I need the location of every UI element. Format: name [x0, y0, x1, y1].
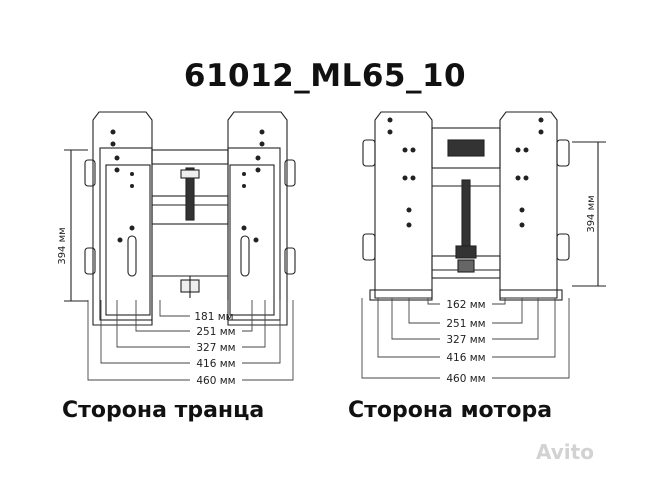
motor-side-caption: Сторона мотора	[348, 398, 553, 423]
motor-width-162: 162 мм	[446, 299, 485, 311]
diagram-title: 61012_ML65_10	[183, 58, 467, 94]
avito-watermark: Avito	[536, 440, 594, 464]
transom-width-327: 327 мм	[196, 342, 235, 354]
motor-width-460: 460 мм	[446, 373, 485, 385]
transom-width-251: 251 мм	[196, 326, 235, 338]
transom-width-416: 416 мм	[196, 358, 235, 370]
transom-height-label: 394 мм	[57, 227, 68, 264]
transom-width-460: 460 мм	[196, 375, 235, 387]
motor-width-416: 416 мм	[446, 352, 485, 364]
motor-side-drawing	[362, 111, 570, 301]
motor-height-label: 394 мм	[586, 195, 597, 232]
motor-width-251: 251 мм	[446, 318, 485, 330]
transom-side-caption: Сторона транца	[62, 398, 265, 423]
transom-width-181: 181 мм	[194, 311, 233, 323]
motor-width-327: 327 мм	[446, 334, 485, 346]
